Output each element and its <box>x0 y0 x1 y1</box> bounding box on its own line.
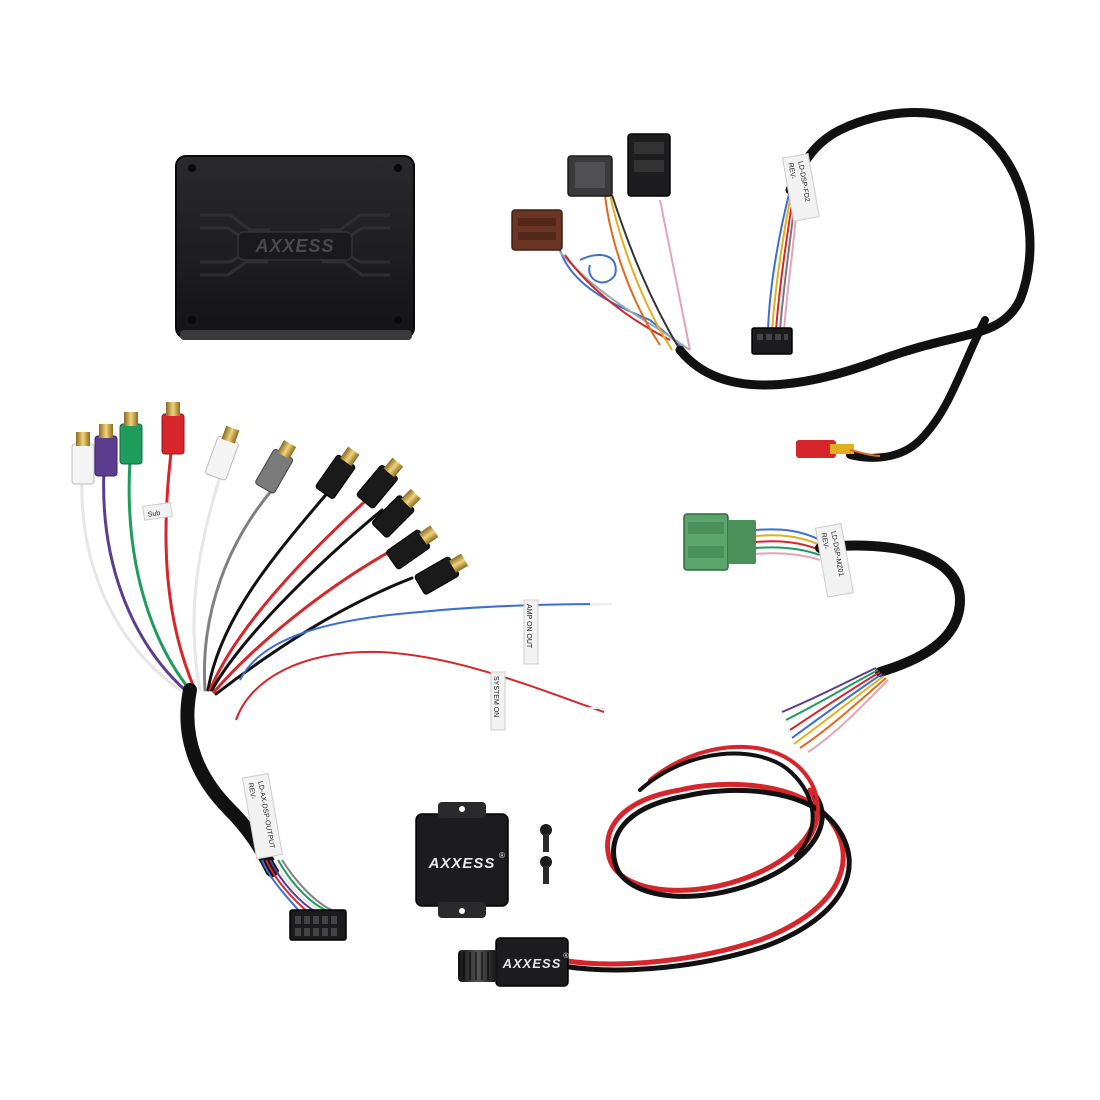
rca-plug-red <box>161 402 185 455</box>
harness-main-label: LD-AX-DSP-OUTPUT REV- <box>241 773 283 860</box>
dsp-module: AXXESS <box>175 155 415 340</box>
screw-icon <box>540 824 552 852</box>
svg-text:REV-: REV- <box>786 162 796 180</box>
knob-brand-logo: AXXESS <box>502 956 562 971</box>
rca-plug-black-4 <box>386 525 439 570</box>
screw-hole-icon <box>394 164 402 172</box>
svg-text:REV-: REV- <box>819 532 829 550</box>
rca-output-harness: Sub <box>71 402 612 941</box>
rca-plug-white-2 <box>205 425 240 481</box>
rca-plug-green <box>119 412 143 465</box>
rca-plug-black-5 <box>414 553 469 595</box>
harness-top-label: LD-DSP-FD2 REV- <box>781 153 820 222</box>
remote-level-control: AXXESS ® <box>458 744 852 987</box>
screw-hole-icon <box>188 164 196 172</box>
rca-plug-black-3 <box>371 488 421 538</box>
bracket-brand-logo: AXXESS <box>428 855 496 872</box>
rca-plug-purple <box>94 424 118 477</box>
vehicle-harness: LD-DSP-FD2 REV- <box>511 108 1035 462</box>
svg-text:Sub: Sub <box>147 510 160 519</box>
svg-text:®: ® <box>563 952 569 960</box>
svg-text:AMP ON OUT: AMP ON OUT <box>525 604 532 649</box>
rca-plug-black-2 <box>356 457 404 509</box>
mounting-bracket-icon: AXXESS ® <box>415 802 509 918</box>
harness-green-label: LD-DSP-MZ01 REV- <box>814 523 854 598</box>
rca-plug-black-1 <box>315 446 360 499</box>
green-harness: LD-DSP-MZ01 REV- <box>683 513 966 753</box>
system-on-label: SYSTEM ON <box>490 671 506 731</box>
svg-text:SYSTEM ON: SYSTEM ON <box>492 676 499 717</box>
amp-on-out-label: AMP ON OUT <box>523 599 539 665</box>
rca-plug-white-1 <box>71 432 95 485</box>
screw-hole-icon <box>394 316 402 324</box>
screw-hole-icon <box>188 316 196 324</box>
screw-icon <box>540 856 552 884</box>
module-brand-logo: AXXESS <box>254 236 334 256</box>
svg-text:REV-: REV- <box>246 782 256 800</box>
rca-plug-grey <box>255 440 297 494</box>
sub-label: Sub <box>142 501 173 521</box>
svg-text:®: ® <box>499 851 505 860</box>
